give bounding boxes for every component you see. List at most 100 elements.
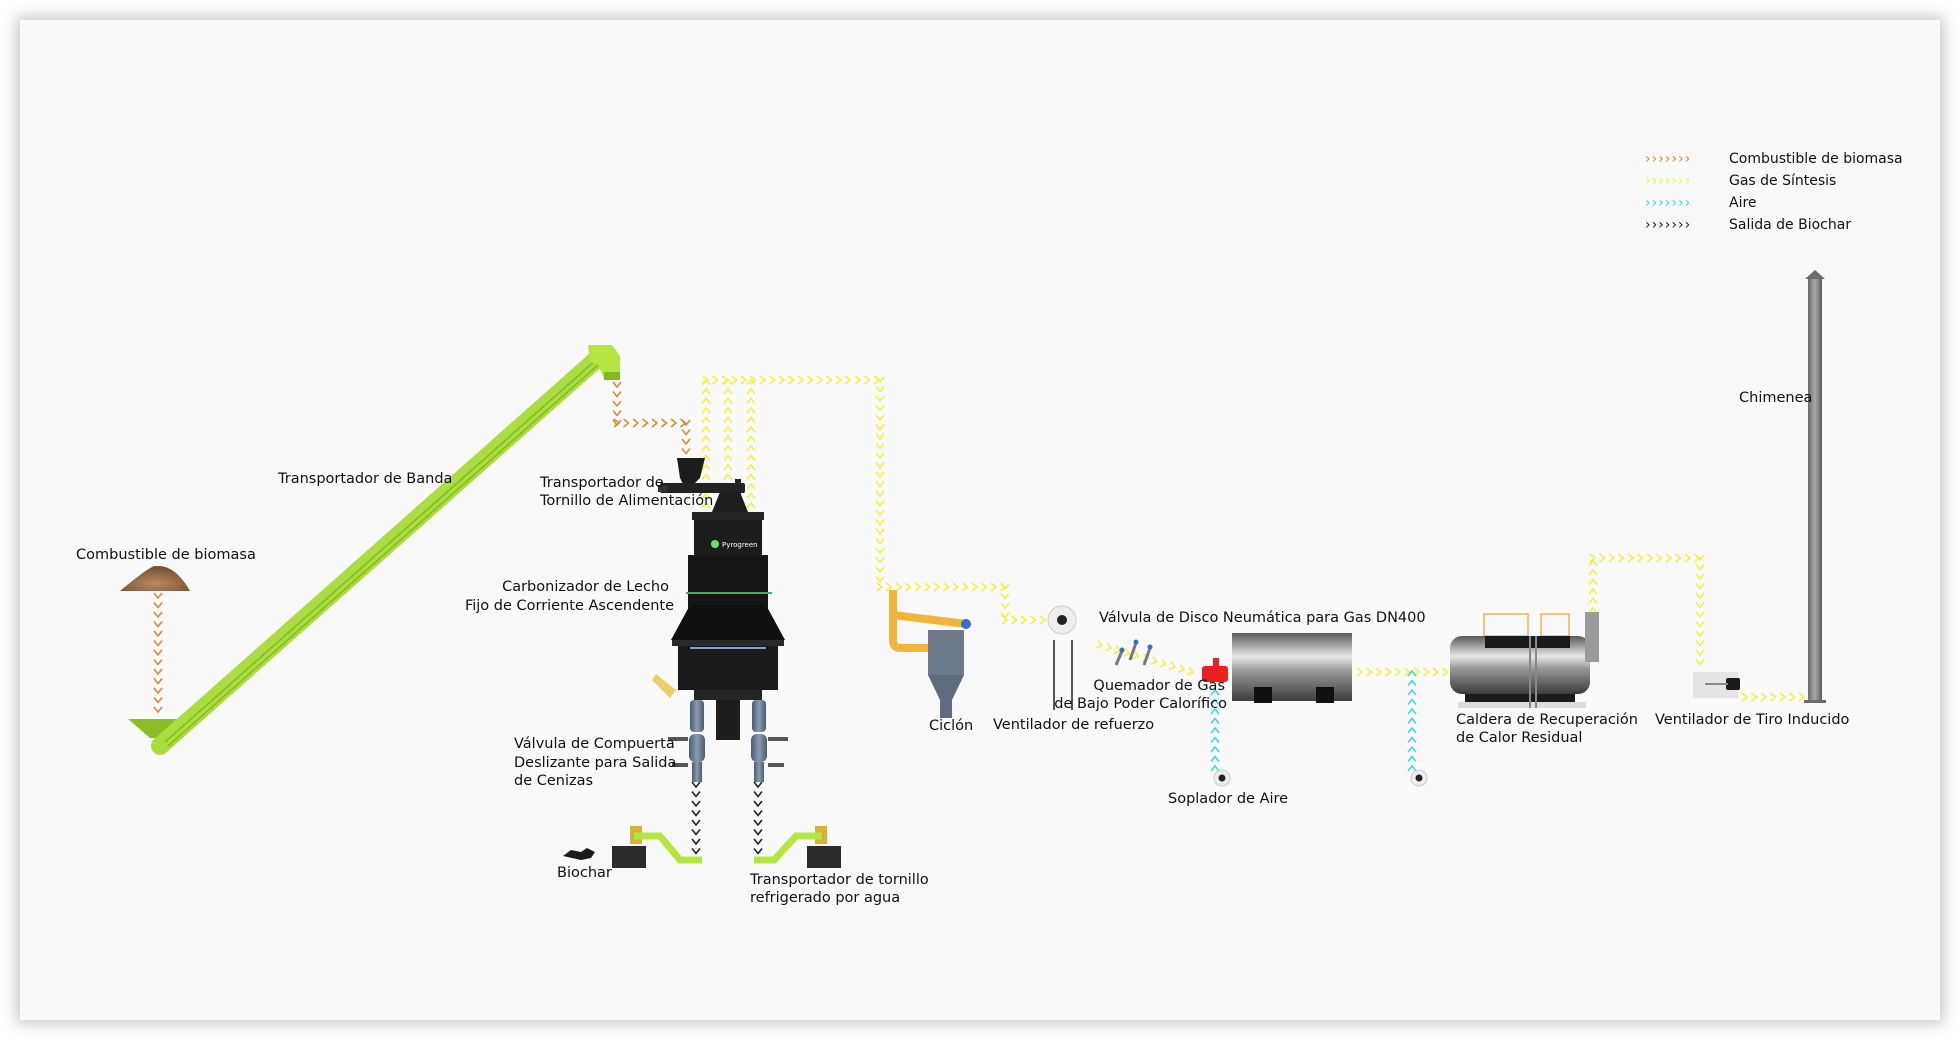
flow-chevron — [1000, 602, 1010, 610]
flow-chevron — [1168, 661, 1177, 671]
furnace-icon — [1232, 633, 1352, 703]
legend-item-biomass: ››››››› Combustible de biomasa — [1645, 148, 1903, 170]
flow-chevron — [826, 375, 833, 385]
flow-chevron — [681, 448, 691, 455]
flow-chevron — [723, 416, 733, 423]
flow-chevron — [1407, 679, 1417, 686]
flow-chevron — [816, 375, 824, 385]
flow-chevron — [990, 582, 998, 592]
flow-chevron — [1150, 655, 1158, 665]
water-cooled-screw-right-icon — [754, 826, 841, 868]
flow-chevron — [1695, 602, 1705, 609]
flow-chevron — [864, 375, 871, 385]
flow-chevron — [1779, 692, 1787, 702]
flow-chevron — [886, 582, 893, 592]
flow-chevron — [875, 405, 885, 412]
flow-chevron — [1695, 583, 1705, 590]
chimney-icon — [1804, 270, 1826, 703]
flow-chevron — [701, 416, 711, 423]
flow-chevron — [875, 471, 885, 479]
flow-chevron — [788, 375, 795, 385]
flow-chevron — [933, 582, 941, 592]
flow-chevron — [875, 519, 885, 526]
flow-chevron — [746, 444, 756, 452]
flow-chevron — [701, 406, 711, 414]
legend-syngas-label: Gas de Síntesis — [1729, 173, 1837, 189]
label-water-screw-2: refrigerado por agua — [750, 890, 901, 906]
flow-chevron — [1407, 726, 1417, 734]
flow-chevron — [778, 375, 786, 385]
feed-screw-conveyor-icon — [658, 458, 745, 497]
flow-chevron — [1039, 615, 1047, 625]
flow-chevron — [1442, 667, 1449, 677]
flow-chevron — [153, 640, 163, 647]
flow-chevron — [1000, 583, 1010, 591]
flow-chevron — [691, 781, 701, 789]
flow-chevron — [943, 582, 950, 592]
flow-chevron — [153, 697, 163, 704]
flow-chevron — [746, 463, 756, 471]
flow-chevron — [952, 582, 960, 592]
flow-chevron — [875, 376, 885, 384]
flow-chevron — [1366, 667, 1373, 677]
flow-chevron — [670, 418, 678, 428]
flow-chevron — [753, 810, 763, 817]
flow-chevron — [753, 848, 763, 855]
flow-chevron — [1132, 650, 1140, 660]
right-biochar-flow — [753, 781, 763, 855]
flow-chevron — [691, 819, 701, 827]
label-feed-screw-1: Transportador de — [540, 475, 664, 491]
label-biochar: Biochar — [557, 865, 612, 881]
flow-chevron — [1608, 553, 1616, 563]
flow-chevron — [691, 848, 701, 855]
label-carbonizer-1: Carbonizador de Lecho — [502, 579, 669, 595]
label-disc-valve: Válvula de Disco Neumática para Gas DN40… — [1099, 610, 1426, 626]
disc-valve-icon — [1114, 639, 1153, 666]
flow-chevron — [1695, 592, 1705, 600]
flow-chevron — [746, 482, 756, 490]
flow-chevron — [723, 378, 733, 385]
biomass-to-belt-flow — [153, 592, 163, 714]
label-id-fan: Ventilador de Tiro Inducido — [1655, 712, 1850, 728]
flow-chevron — [1095, 639, 1104, 649]
flow-chevron — [1210, 764, 1220, 772]
flow-chevron — [1588, 578, 1598, 585]
flow-chevron — [612, 381, 622, 389]
flow-chevron — [746, 378, 756, 385]
gas-burner-icon — [1202, 658, 1228, 682]
induced-draft-fan-icon — [1693, 672, 1740, 698]
flow-chevron — [1407, 669, 1417, 677]
flow-legend: ››››››› Combustible de biomasa ››››››› G… — [1645, 148, 1903, 236]
flow-chevron — [701, 397, 711, 404]
flow-chevron — [746, 435, 756, 442]
flow-chevron — [807, 375, 814, 385]
flow-chevron — [153, 592, 163, 600]
flow-chevron — [746, 501, 756, 509]
flow-chevron — [875, 547, 885, 555]
belt-conveyor-icon — [151, 345, 620, 755]
flow-chevron — [875, 509, 885, 517]
flow-chevron — [1122, 647, 1131, 657]
flow-chevron — [875, 490, 885, 498]
label-burner-2: de Bajo Poder Calorífico — [1054, 696, 1227, 712]
left-biochar-flow — [691, 781, 701, 855]
flow-chevron — [1210, 717, 1220, 724]
flow-chevron — [153, 621, 163, 628]
flow-chevron — [1375, 667, 1383, 677]
flow-chevron — [746, 416, 756, 423]
flow-chevron — [1210, 688, 1220, 696]
flow-chevron — [1210, 755, 1220, 762]
flow-chevron — [1210, 698, 1220, 705]
flow-chevron — [1760, 692, 1768, 702]
flow-chevron — [153, 668, 163, 676]
flow-chevron — [1423, 667, 1430, 677]
flow-chevron — [153, 678, 163, 685]
flow-chevron — [1210, 745, 1220, 753]
flow-chevron — [642, 418, 649, 428]
boiler-to-id-fan-flow — [1588, 553, 1705, 666]
flow-chevron — [1599, 553, 1606, 563]
label-ash-valve-3: de Cenizas — [514, 773, 594, 789]
flow-chevron — [875, 500, 885, 507]
label-biomass-fuel: Combustible de biomasa — [76, 547, 256, 563]
